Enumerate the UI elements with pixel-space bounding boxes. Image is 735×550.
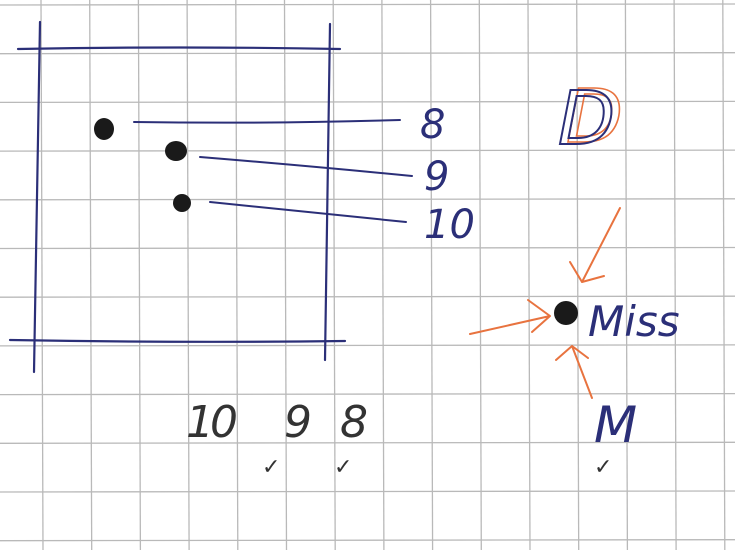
grid-line-horizontal (0, 490, 735, 493)
column-label-8: 8 (340, 397, 368, 448)
grid-line-horizontal (0, 539, 735, 542)
grid-line-vertical (235, 0, 239, 550)
square-frame (8, 20, 347, 374)
corner-letter-group: D D (557, 73, 624, 163)
dot-8 (94, 118, 114, 140)
corner-letter-orange-trace: D (566, 74, 623, 160)
grid-line-horizontal (0, 149, 735, 152)
miss-dot (554, 301, 578, 325)
dot-label-8: 8 (420, 102, 445, 148)
grid-line-vertical (381, 0, 385, 550)
dot-9-group: 9 (165, 141, 449, 200)
dot-8-group: 8 (94, 102, 445, 148)
grid-line-horizontal (0, 344, 735, 347)
grid-line-vertical (478, 0, 482, 550)
frame-bottom-edge (8, 338, 347, 343)
dot-label-10: 10 (424, 202, 475, 248)
dot-10-group: 10 (173, 194, 475, 248)
leader-line-10 (209, 201, 407, 223)
grid-line-horizontal (0, 392, 735, 396)
grid-line-horizontal (0, 52, 735, 55)
grid-line-horizontal (0, 100, 735, 104)
grid-line-vertical (624, 0, 629, 550)
miss-label: Miss (588, 297, 680, 346)
check-mark-under-8: ✓ (334, 455, 352, 480)
grid-line-vertical (332, 0, 336, 550)
miss-arrows (469, 207, 621, 399)
grid-line-vertical (137, 0, 142, 550)
dot-label-9: 9 (424, 154, 449, 200)
frame-top-edge (16, 46, 342, 51)
grid-line-vertical (429, 0, 434, 550)
column-label-9: 9 (284, 397, 312, 448)
check-mark-under-9: ✓ (262, 455, 280, 480)
check-mark-under-miss-note: ✓ (594, 455, 612, 480)
grid-line-horizontal (0, 246, 735, 250)
grid-line-vertical (89, 0, 93, 550)
leader-line-8 (133, 119, 401, 124)
grid-line-vertical (673, 0, 677, 550)
arrow-from-top-icon (569, 207, 621, 283)
miss-note: M (594, 396, 637, 454)
grid-line-vertical (40, 0, 44, 550)
corner-letter: D (558, 76, 615, 162)
arrow-from-left-icon (469, 299, 551, 335)
dot-9 (165, 141, 187, 161)
frame-left-edge (32, 20, 42, 374)
grid-line-vertical (527, 0, 531, 550)
grid-line-vertical (283, 0, 288, 550)
leader-line-9 (199, 156, 413, 177)
grid-line-horizontal (0, 3, 735, 6)
grid-line-horizontal (0, 198, 735, 201)
frame-right-edge (323, 22, 332, 362)
arrow-from-bottom-icon (555, 345, 593, 399)
grid-line-horizontal (0, 295, 735, 298)
grid-line-vertical (186, 0, 190, 550)
grid-line-horizontal (0, 441, 735, 444)
grid-line-vertical (722, 0, 726, 550)
column-label-10: 10 (186, 397, 236, 448)
dot-10 (173, 194, 191, 212)
